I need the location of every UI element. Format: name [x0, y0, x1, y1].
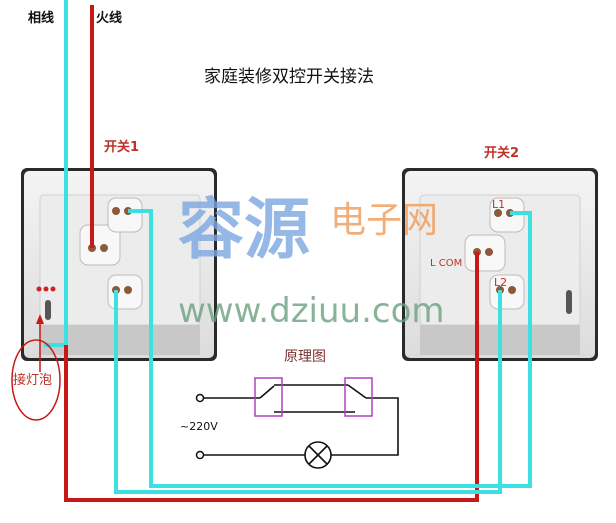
- neutral-wire-label: 相线: [28, 10, 54, 26]
- terminal-l2-label: L2: [494, 276, 507, 289]
- watermark-url: www.dziuu.com: [178, 291, 445, 331]
- terminal-bottom: [195, 450, 205, 460]
- bulb-return-wire: [64, 252, 479, 502]
- switch1-symbol: [254, 377, 283, 417]
- switch-plate-1: [21, 168, 217, 361]
- bulb-annotation: 接灯泡: [11, 286, 61, 421]
- traveler-wire-2: [114, 290, 502, 494]
- switch2-symbol: [344, 377, 373, 417]
- schematic: 原理图 ~220V: [180, 349, 399, 469]
- traveler-wire-1: [128, 209, 532, 488]
- watermark-suffix: 电子网: [330, 200, 438, 241]
- bulb-connection-label: 接灯泡: [13, 372, 52, 388]
- terminal-l1-label: L1: [492, 198, 505, 211]
- terminal-top: [195, 393, 205, 403]
- schematic-title: 原理图: [284, 349, 326, 365]
- live-wire-label: 火线: [96, 10, 122, 26]
- watermark-brand: 容源: [178, 191, 310, 268]
- terminal-com-label: L COM: [430, 258, 462, 269]
- lamp-icon: [304, 441, 332, 469]
- splice-marks: [36, 286, 56, 292]
- switch2-label: 开关2: [484, 145, 519, 161]
- arrow-up-icon: [36, 314, 44, 324]
- voltage-label: ~220V: [180, 420, 218, 433]
- diagram-title: 家庭装修双控开关接法: [204, 67, 374, 87]
- switch1-label: 开关1: [104, 139, 139, 155]
